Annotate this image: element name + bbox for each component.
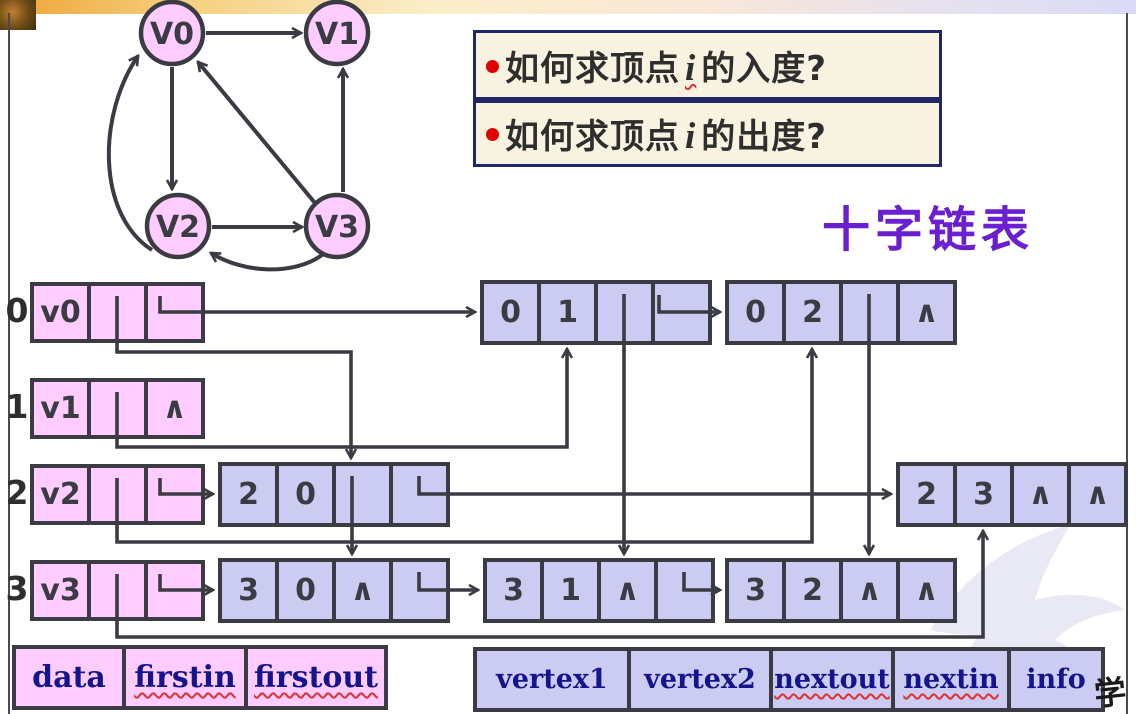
legend-nextout-label: nextout	[774, 664, 890, 695]
legend-firstout-label: firstout	[253, 660, 379, 695]
graph-vertex-label: V0	[150, 17, 194, 52]
arc-node-3-2: 3 2 ∧ ∧	[725, 558, 957, 623]
graph: V0 V1 V2 V3	[106, 0, 371, 272]
page-title: 十字链表	[822, 202, 1035, 258]
wire-v0-firstout	[158, 296, 475, 312]
null-cell: ∧	[597, 562, 654, 619]
legend-vertex2: vertex2	[627, 651, 769, 708]
top-banner	[0, 0, 1136, 14]
graph-vertex-v3	[303, 192, 371, 260]
null-cell: ∧	[896, 284, 953, 341]
vertex2-cell: 3	[953, 466, 1010, 523]
legend-vertex1: vertex1	[477, 651, 627, 708]
legend-firstin-label: firstin	[134, 660, 236, 695]
vertex2-cell: 1	[537, 284, 594, 341]
graph-vertex-label: V2	[156, 210, 200, 245]
pointer-cell	[651, 284, 708, 341]
vertex1-cell: 2	[222, 466, 275, 523]
question-suffix: 的入度?	[701, 48, 828, 89]
arc-node-3-0: 3 0 ∧	[218, 558, 450, 623]
data-cell: v2	[34, 468, 87, 521]
pointer-cell	[839, 284, 896, 341]
null-cell: ∧	[144, 382, 201, 435]
corner-logo	[0, 0, 36, 30]
vertex-node-v3: v3	[30, 560, 205, 621]
data-cell: v3	[34, 564, 87, 617]
question-prefix: 如何求顶点	[505, 48, 680, 89]
vertex2-cell: 2	[782, 562, 839, 619]
legend-firstin: firstin	[122, 649, 244, 706]
vertex1-cell: 3	[487, 562, 540, 619]
firstout-pointer-cell	[144, 286, 201, 339]
row-index-1: 1	[5, 387, 29, 426]
arc-node-3-1: 3 1 ∧	[483, 558, 715, 623]
graph-edge-v3-v2	[211, 251, 324, 272]
seal-glyph: 学	[1092, 672, 1129, 714]
row-index-3: 3	[5, 569, 29, 608]
question-suffix: 的出度?	[701, 117, 828, 157]
graph-vertex-label: V3	[315, 210, 359, 245]
null-cell: ∧	[1010, 466, 1067, 523]
graph-edge-v3-v0	[198, 62, 317, 205]
arc-node-0-1: 0 1	[480, 280, 712, 345]
vertex-node-legend: data firstin firstout	[12, 645, 388, 710]
pointer-cell	[389, 562, 446, 619]
legend-nextin-label: nextin	[903, 664, 999, 695]
legend-nextin: nextin	[891, 651, 1007, 708]
question-variable: i	[685, 116, 697, 157]
arc-node-legend: vertex1 vertex2 nextout nextin info	[473, 647, 1105, 712]
vertex2-cell: 2	[782, 284, 839, 341]
vertex1-cell: 3	[222, 562, 275, 619]
vertex1-cell: 0	[729, 284, 782, 341]
null-cell: ∧	[1067, 466, 1124, 523]
question-prefix: 如何求顶点	[505, 117, 680, 157]
null-cell: ∧	[896, 562, 953, 619]
pointer-cell	[389, 466, 446, 523]
graph-vertex-label: V1	[315, 17, 359, 52]
right-border-line	[1126, 13, 1128, 714]
bullet-icon	[486, 128, 499, 141]
vertex1-cell: 2	[900, 466, 953, 523]
graph-edge-v2-v0	[106, 56, 154, 252]
pointer-cell	[594, 284, 651, 341]
vertex2-cell: 1	[540, 562, 597, 619]
arc-node-0-2: 0 2 ∧	[725, 280, 957, 345]
legend-nextout: nextout	[769, 651, 891, 708]
legend-info: info	[1007, 651, 1101, 708]
arc-node-2-3: 2 3 ∧ ∧	[896, 462, 1128, 527]
row-index-2: 2	[5, 473, 29, 512]
firstin-pointer-cell	[87, 468, 144, 521]
vertex1-cell: 3	[729, 562, 782, 619]
null-cell: ∧	[332, 562, 389, 619]
bullet-icon	[486, 59, 499, 73]
data-cell: v1	[34, 382, 87, 435]
null-cell: ∧	[839, 562, 896, 619]
vertex1-cell: 0	[484, 284, 537, 341]
firstin-pointer-cell	[87, 564, 144, 617]
firstin-pointer-cell	[87, 286, 144, 339]
question-variable: i	[685, 47, 697, 89]
legend-data: data	[16, 649, 122, 706]
left-border-line	[8, 13, 10, 714]
firstout-pointer-cell	[144, 564, 201, 617]
vertex-node-v2: v2	[30, 464, 205, 525]
firstin-pointer-cell	[87, 382, 144, 435]
data-cell: v0	[34, 286, 87, 339]
vertex2-cell: 0	[275, 562, 332, 619]
vertex2-cell: 0	[275, 466, 332, 523]
row-index-0: 0	[5, 291, 29, 330]
pointer-cell	[654, 562, 711, 619]
graph-vertex-v2	[144, 192, 212, 260]
arc-node-2-0: 2 0	[218, 462, 450, 527]
vertex-node-v0: v0	[30, 282, 205, 343]
pointer-cell	[332, 466, 389, 523]
wire-arc20-next-right	[417, 476, 891, 494]
vertex-node-v1: v1 ∧	[30, 378, 205, 439]
firstout-pointer-cell	[144, 468, 201, 521]
legend-firstout: firstout	[244, 649, 384, 706]
